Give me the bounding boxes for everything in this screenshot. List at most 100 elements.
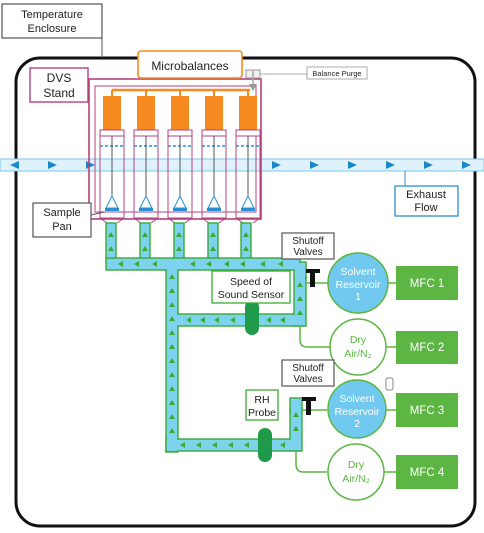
flow-arrow-icon	[297, 282, 303, 287]
flow-arrow-icon	[280, 317, 285, 323]
flow-arrow-icon	[293, 426, 299, 431]
dvs-stand-label-2: Stand	[43, 86, 74, 100]
microbalance-chamber	[133, 90, 159, 224]
mfc-3-box	[396, 393, 458, 427]
shutoff-valve-1	[306, 269, 320, 287]
flow-arrow-icon	[243, 246, 249, 251]
indicator-marker	[385, 377, 394, 391]
mfc-1-box	[396, 266, 458, 300]
solvent-reservoir-1-label-3: 1	[355, 291, 361, 303]
flow-arrow-icon	[266, 317, 271, 323]
flow-arrow-icon	[244, 442, 249, 448]
balance-purge-box	[306, 66, 368, 80]
flow-arrow-icon	[108, 232, 114, 237]
sample-pan-label-2: Pan	[52, 221, 72, 233]
shutoff-valve-2	[302, 397, 316, 415]
tube-flow-arrows	[108, 232, 303, 448]
flow-arrow-icon	[280, 442, 285, 448]
shutoff-valves-2-label-2: Valves	[293, 374, 322, 385]
rh-probe-label-1: RH	[254, 394, 269, 406]
rh-probe-box	[245, 389, 279, 421]
exhaust-flow-label-2: Flow	[414, 202, 437, 214]
exhaust-arrow-icon	[10, 161, 19, 169]
temperature-enclosure-box	[1, 3, 103, 39]
flow-arrow-icon	[297, 310, 303, 315]
exhaust-flow-label-1: Exhaust	[406, 189, 446, 201]
dry-air-chamber-1	[329, 318, 387, 376]
rh-probe	[258, 428, 272, 462]
flow-arrow-icon	[152, 261, 157, 267]
shutoff-valves-2-label-1: Shutoff	[292, 363, 324, 374]
sample-pan-leader	[90, 211, 105, 216]
balance-purge-label: Balance Purge	[312, 69, 361, 78]
sample-pan-icon	[105, 194, 119, 209]
dry-air-chamber-2	[327, 443, 385, 501]
solvent-reservoir-2-label-2: Reservoir	[335, 406, 380, 418]
flow-arrow-icon	[142, 246, 148, 251]
flow-arrow-icon	[228, 442, 233, 448]
exhaust-arrow-icon	[272, 161, 281, 169]
flow-arrow-icon	[169, 330, 175, 335]
sample-pan-label-1: Sample	[43, 207, 80, 219]
flow-arrow-icon	[108, 246, 114, 251]
flow-arrow-icon	[169, 274, 175, 279]
exhaust-arrow-icon	[48, 161, 57, 169]
sample-pan-icon	[207, 194, 221, 209]
exhaust-arrows	[10, 161, 471, 169]
flow-arrow-icon	[278, 261, 283, 267]
dry-air-2-label-1: Dry	[348, 459, 365, 471]
exhaust-arrow-icon	[462, 161, 471, 169]
mfc-2-box	[396, 331, 458, 364]
purge-arrow-icon	[249, 84, 257, 91]
flow-arrow-icon	[240, 261, 245, 267]
microbalance-head	[239, 96, 257, 130]
exhaust-arrow-icon	[310, 161, 319, 169]
microbalance-head	[103, 96, 121, 130]
flow-arrow-icon	[169, 316, 175, 321]
flow-arrow-icon	[169, 414, 175, 419]
temperature-enclosure-label-2: Enclosure	[28, 23, 77, 35]
shutoff-valves-2-box	[281, 359, 335, 387]
flow-arrow-icon	[206, 261, 211, 267]
solvent-reservoir-2	[327, 379, 387, 439]
flow-arrow-icon	[169, 386, 175, 391]
microbalance-head	[137, 96, 155, 130]
flow-arrow-icon	[169, 302, 175, 307]
flow-arrow-icon	[260, 261, 265, 267]
flow-arrow-icon	[169, 344, 175, 349]
flow-arrow-icon	[118, 261, 123, 267]
solvent-reservoir-1	[327, 252, 389, 314]
exhaust-arrow-icon	[348, 161, 357, 169]
flow-arrow-icon	[224, 261, 229, 267]
mfc-4-box	[396, 455, 458, 489]
flow-arrow-icon	[243, 232, 249, 237]
mfc-1-label: MFC 1	[410, 278, 445, 290]
flow-arrow-icon	[212, 442, 217, 448]
dvs-stand-box	[29, 67, 89, 103]
flow-arrow-icon	[180, 442, 185, 448]
dry-air-1-label-1: Dry	[350, 334, 367, 346]
microbalances-label: Microbalances	[151, 59, 228, 73]
sample-pan-icon	[139, 194, 153, 209]
flow-arrow-icon	[210, 232, 216, 237]
microbalance-chamber	[99, 90, 125, 224]
flow-arrow-icon	[214, 317, 219, 323]
mfc-2-label: MFC 2	[410, 342, 445, 354]
flow-arrow-icon	[210, 246, 216, 251]
flow-arrow-icon	[230, 317, 235, 323]
solvent-reservoir-2-label-3: 2	[354, 418, 360, 430]
balance-purge-line	[245, 69, 308, 91]
flow-arrow-icon	[134, 261, 139, 267]
solvent-reservoir-1-label-2: Reservoir	[336, 279, 381, 291]
flow-arrow-icon	[176, 232, 182, 237]
speed-of-sound-label-1: Speed of	[230, 276, 272, 288]
sample-pan-box	[32, 202, 92, 238]
solvent-reservoir-2-label-1: Solvent	[339, 393, 374, 405]
flow-arrow-icon	[196, 442, 201, 448]
microbalances-box	[137, 50, 243, 79]
speed-of-sound-sensor	[245, 300, 259, 335]
microbalance-head	[171, 96, 189, 130]
exhaust-arrow-icon	[424, 161, 433, 169]
